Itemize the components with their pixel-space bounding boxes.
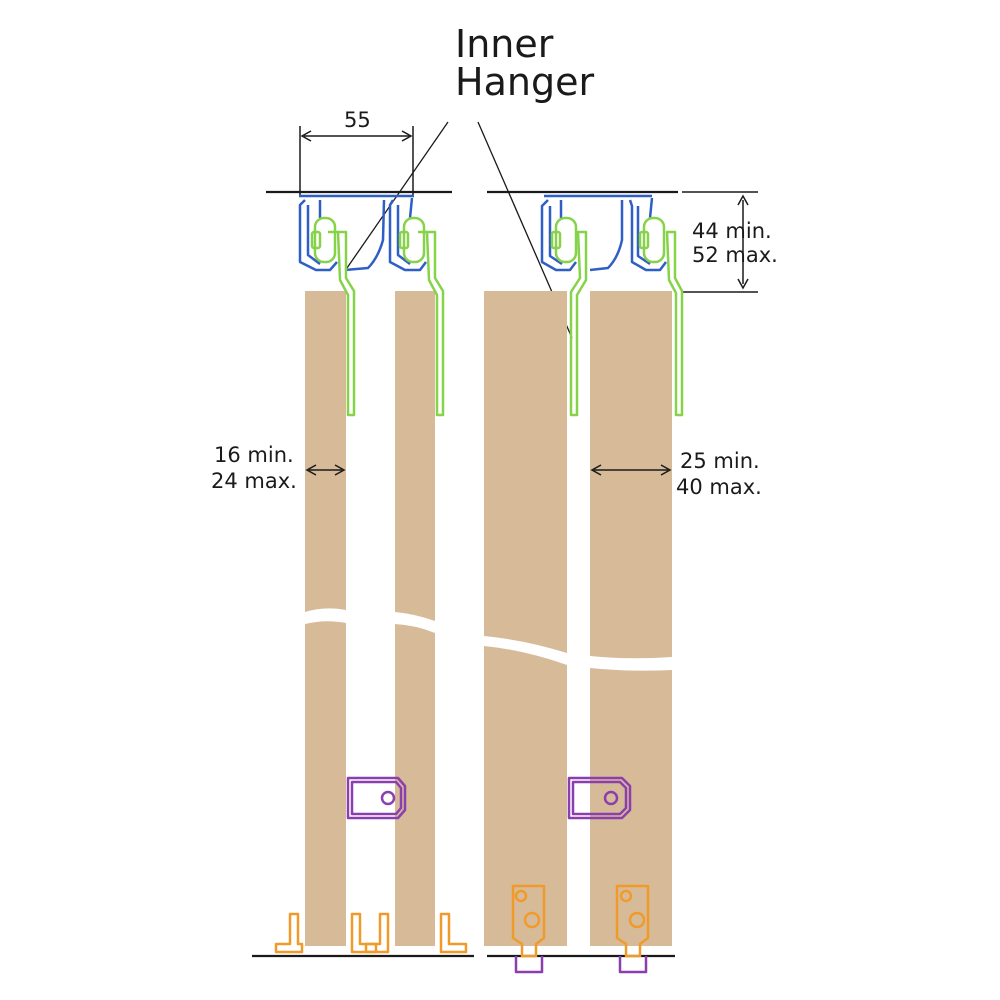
bottom-guide-3 (364, 912, 390, 954)
left-thickness-max-label: 24 max. (211, 469, 297, 493)
bottom-guide-2 (350, 912, 378, 954)
left-outer-panel (305, 291, 346, 612)
track-height-dimension (682, 191, 758, 293)
bottom-guide-1 (274, 912, 304, 954)
left-inner-panel-lower (395, 624, 435, 946)
left-thickness-dimension (305, 464, 346, 476)
right-outer-panel (590, 291, 672, 659)
right-inner-hanger (550, 216, 588, 417)
width-dimension-label: 55 (344, 108, 371, 132)
title-line-1: Inner (455, 22, 554, 66)
title-line-2: Hanger (455, 60, 594, 104)
right-mid-guide (567, 776, 632, 820)
left-door-pair (305, 291, 435, 946)
track-height-max-label: 52 max. (692, 243, 778, 267)
right-thickness-min-label: 25 min. (680, 449, 760, 473)
right-bottom-guide-1 (511, 884, 546, 974)
left-outer-panel-lower (305, 621, 346, 946)
left-outer-hanger-wheel (313, 216, 337, 264)
left-inner-panel (395, 291, 435, 621)
left-bottom-guides (274, 912, 468, 954)
track-height-min-label: 44 min. (692, 219, 772, 243)
left-top-track (298, 194, 427, 272)
left-inner-hanger-wheel (402, 216, 426, 264)
bottom-guide-4 (439, 912, 468, 954)
left-outer-hanger (310, 216, 356, 417)
right-thickness-max-label: 40 max. (676, 475, 762, 499)
left-mid-guide (346, 776, 407, 820)
right-bottom-guide-2 (615, 884, 650, 974)
right-mid-guide-hole (603, 790, 619, 806)
right-inner-hanger-wheel (554, 216, 578, 264)
right-thickness-dimension (590, 464, 672, 476)
left-inner-hanger (398, 216, 445, 417)
right-top-track (540, 194, 667, 272)
left-thickness-min-label: 16 min. (214, 443, 294, 467)
right-outer-hanger-wheel (642, 216, 666, 264)
width-dimension (299, 126, 414, 195)
right-inner-panel (484, 291, 567, 653)
right-outer-hanger (638, 216, 684, 417)
left-mid-guide-hole (380, 790, 396, 806)
right-inner-panel-lower (484, 646, 567, 946)
